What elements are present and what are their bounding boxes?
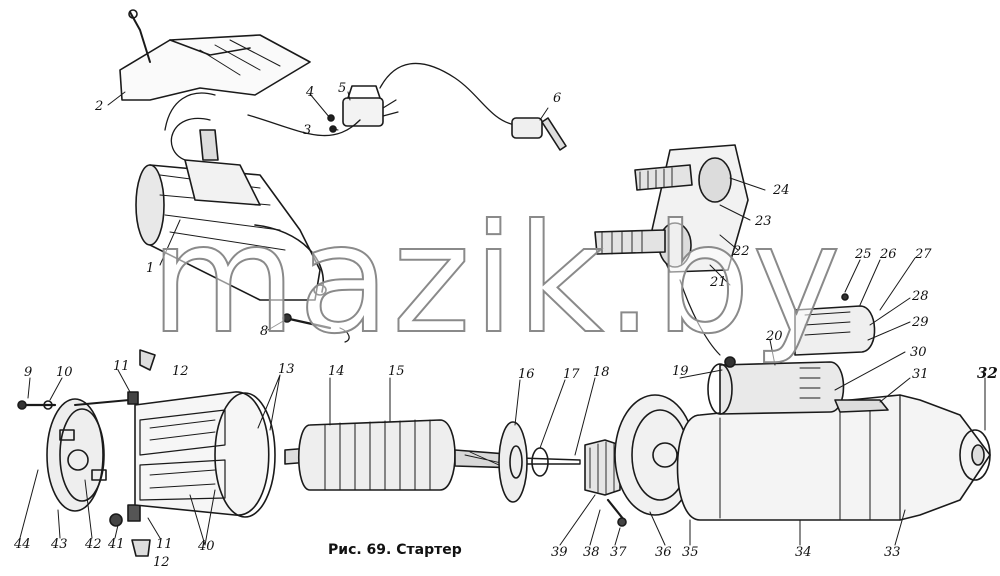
mounting-bracket [119, 9, 311, 101]
callout-43: 43 [51, 537, 68, 552]
callout-38: 38 [583, 545, 600, 560]
callout-9: 9 [24, 365, 33, 380]
field-coils [134, 391, 276, 518]
wires [164, 62, 516, 161]
callout-34: 34 [795, 545, 812, 560]
callout-37: 37 [610, 545, 627, 560]
callout-39: 39 [551, 545, 568, 560]
starter-body [676, 394, 991, 521]
ignition-switch [511, 117, 567, 151]
starter-relay [327, 85, 399, 133]
callout-1: 1 [146, 261, 155, 276]
drive-pinion [584, 439, 621, 496]
callout-35: 35 [682, 545, 699, 560]
callout-42: 42 [85, 537, 102, 552]
callout-14: 14 [328, 364, 345, 379]
callout-24: 24 [773, 183, 790, 198]
callout-18: 18 [593, 365, 610, 380]
callout-15: 15 [388, 364, 405, 379]
callout-11-top: 11 [113, 359, 130, 374]
callout-30: 30 [910, 345, 927, 360]
watermark: mazik.by [149, 193, 843, 367]
callout-12-top: 12 [172, 364, 189, 379]
figure-caption: Рис. 69. Стартер [328, 542, 462, 558]
cover [794, 293, 876, 356]
leader-lines [19, 91, 986, 546]
assembled-starter [135, 129, 350, 343]
callout-8: 8 [260, 324, 269, 339]
callout-23: 23 [755, 214, 772, 229]
callout-26: 26 [880, 247, 897, 262]
callout-25: 25 [855, 247, 872, 262]
callout-16: 16 [518, 367, 535, 382]
callout-22: 22 [733, 244, 750, 259]
callout-2: 2 [95, 99, 104, 114]
callout-6: 6 [553, 91, 562, 106]
end-cover-brush-holder [17, 398, 131, 512]
brushes-and-springs [109, 349, 156, 557]
callout-5: 5 [338, 81, 347, 96]
callout-27: 27 [915, 247, 932, 262]
callout-13: 13 [278, 362, 295, 377]
armature [284, 419, 581, 491]
callout-28: 28 [912, 289, 929, 304]
callout-44: 44 [14, 537, 31, 552]
callout-32: 32 [977, 364, 998, 382]
contact-plate [594, 144, 749, 356]
callout-11-bottom: 11 [156, 537, 173, 552]
callout-33: 33 [884, 545, 901, 560]
callout-20: 20 [766, 329, 783, 344]
callout-36: 36 [655, 545, 672, 560]
solenoid [707, 356, 889, 415]
callout-17: 17 [563, 367, 580, 382]
callout-40: 40 [198, 539, 215, 554]
callout-12-bottom: 12 [153, 555, 170, 570]
callout-31: 31 [912, 367, 929, 382]
callout-29: 29 [912, 315, 929, 330]
callout-21: 21 [710, 275, 727, 290]
callout-4: 4 [306, 85, 315, 100]
callout-3: 3 [303, 123, 312, 138]
callout-19: 19 [672, 364, 689, 379]
washers [498, 421, 549, 503]
callout-41: 41 [108, 537, 125, 552]
callout-10: 10 [56, 365, 73, 380]
